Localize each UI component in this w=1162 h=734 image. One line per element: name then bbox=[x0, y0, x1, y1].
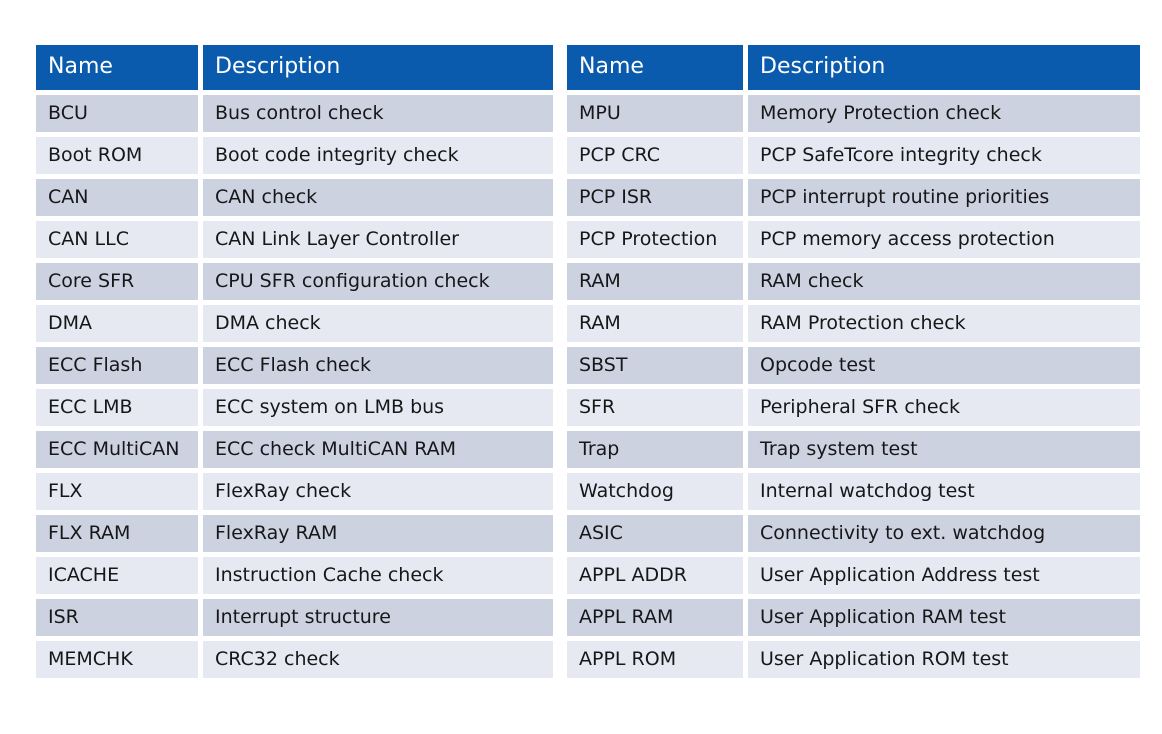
table-header-right: Name Description bbox=[567, 45, 1140, 95]
cell-name: Trap bbox=[567, 431, 748, 473]
cell-description: Instruction Cache check bbox=[203, 557, 553, 599]
cell-name: FLX RAM bbox=[36, 515, 203, 557]
cell-description: PCP memory access protection bbox=[748, 221, 1140, 263]
table-header-left: Name Description bbox=[36, 45, 553, 95]
cell-description: CPU SFR configuration check bbox=[203, 263, 553, 305]
cell-description: FlexRay RAM bbox=[203, 515, 553, 557]
cell-name: ECC LMB bbox=[36, 389, 203, 431]
cell-description: Opcode test bbox=[748, 347, 1140, 389]
cell-name: ICACHE bbox=[36, 557, 203, 599]
cell-description: Peripheral SFR check bbox=[748, 389, 1140, 431]
cell-name: ECC Flash bbox=[36, 347, 203, 389]
cell-name: PCP ISR bbox=[567, 179, 748, 221]
cell-name: CAN LLC bbox=[36, 221, 203, 263]
cell-name: MEMCHK bbox=[36, 641, 203, 678]
cell-description: Memory Protection check bbox=[748, 95, 1140, 137]
cell-name: APPL ROM bbox=[567, 641, 748, 678]
header-row: Name Description bbox=[567, 45, 1140, 95]
column-header-description: Description bbox=[748, 45, 1140, 95]
cell-name: FLX bbox=[36, 473, 203, 515]
cell-description: Interrupt structure bbox=[203, 599, 553, 641]
cell-name: MPU bbox=[567, 95, 748, 137]
cell-name: Boot ROM bbox=[36, 137, 203, 179]
cell-description: Trap system test bbox=[748, 431, 1140, 473]
header-row: Name Description bbox=[36, 45, 553, 95]
cell-name: BCU bbox=[36, 95, 203, 137]
cell-name: Core SFR bbox=[36, 263, 203, 305]
column-header-name: Name bbox=[36, 45, 203, 95]
cell-name: APPL RAM bbox=[567, 599, 748, 641]
cell-description: RAM Protection check bbox=[748, 305, 1140, 347]
cell-description: User Application Address test bbox=[748, 557, 1140, 599]
column-header-description: Description bbox=[203, 45, 553, 95]
cell-name: RAM bbox=[567, 305, 748, 347]
cell-description: RAM check bbox=[748, 263, 1140, 305]
cell-description: ECC check MultiCAN RAM bbox=[203, 431, 553, 473]
cell-description: ECC system on LMB bus bbox=[203, 389, 553, 431]
cell-description: PCP interrupt routine priorities bbox=[748, 179, 1140, 221]
column-header-name: Name bbox=[567, 45, 748, 95]
cell-name: DMA bbox=[36, 305, 203, 347]
cell-name: SFR bbox=[567, 389, 748, 431]
cell-description: DMA check bbox=[203, 305, 553, 347]
cell-name: Watchdog bbox=[567, 473, 748, 515]
cell-description: CRC32 check bbox=[203, 641, 553, 678]
cell-name: ISR bbox=[36, 599, 203, 641]
cell-description: PCP SafeTcore integrity check bbox=[748, 137, 1140, 179]
cell-name: SBST bbox=[567, 347, 748, 389]
cell-name: ECC MultiCAN bbox=[36, 431, 203, 473]
cell-description: Internal watchdog test bbox=[748, 473, 1140, 515]
cell-name: PCP CRC bbox=[567, 137, 748, 179]
cell-name: PCP Protection bbox=[567, 221, 748, 263]
cell-description: Bus control check bbox=[203, 95, 553, 137]
cell-description: CAN Link Layer Controller bbox=[203, 221, 553, 263]
cell-description: User Application RAM test bbox=[748, 599, 1140, 641]
cell-description: ECC Flash check bbox=[203, 347, 553, 389]
cell-description: CAN check bbox=[203, 179, 553, 221]
cell-description: Boot code integrity check bbox=[203, 137, 553, 179]
cell-description: Connectivity to ext. watchdog bbox=[748, 515, 1140, 557]
cell-name: APPL ADDR bbox=[567, 557, 748, 599]
cell-description: User Application ROM test bbox=[748, 641, 1140, 678]
cell-name: ASIC bbox=[567, 515, 748, 557]
cell-name: RAM bbox=[567, 263, 748, 305]
cell-description: FlexRay check bbox=[203, 473, 553, 515]
cell-name: CAN bbox=[36, 179, 203, 221]
